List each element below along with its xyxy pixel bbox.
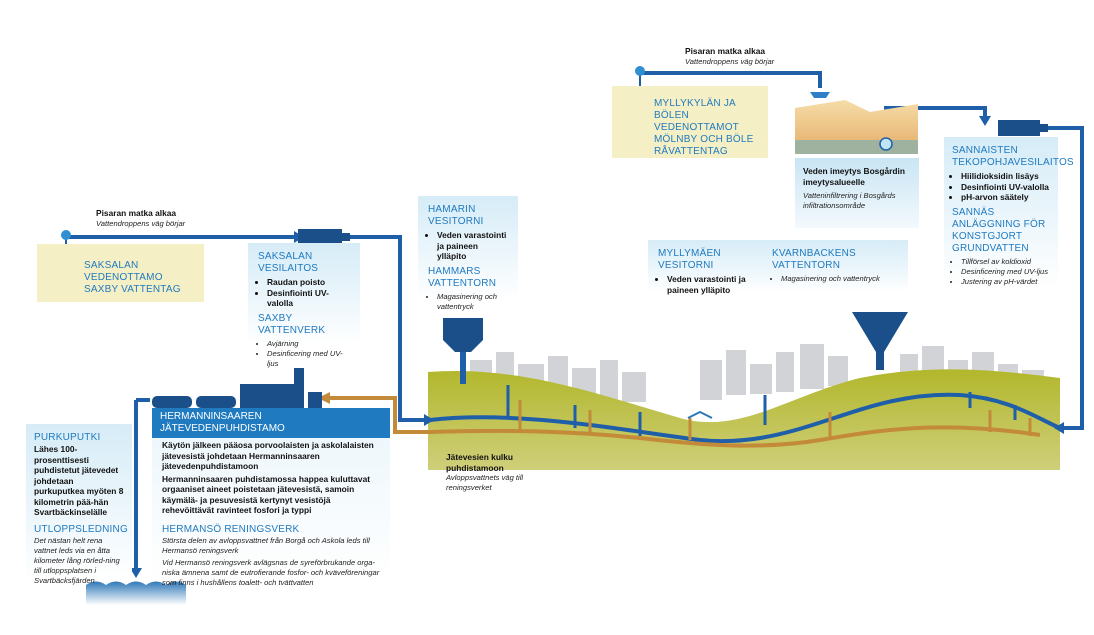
myllymaki-item-1: Veden varastointi ja paineen ylläpito (667, 274, 768, 295)
water-tower-hamari (443, 318, 483, 384)
wastewater-arrow (318, 392, 330, 404)
myllykyla-sv: MÖLNBY OCH BÖLE RÅVATTENTAG (654, 134, 754, 157)
infiltration-panel: Veden imeytys Bosgårdin imeytysalueelle … (795, 158, 919, 228)
myllymaki-title: MYLLYMÄEN VESITORNI (658, 248, 721, 271)
hermanninsaari-p1: Käytön jälkeen pääosa porvoolaisten ja a… (162, 440, 374, 471)
hamari-item-sv-1: Magasinering och vattentryck (437, 292, 508, 312)
hermanninsaari-title: HERMANNINSAAREN JÄTEVEDENPUHDISTAMO (160, 411, 285, 434)
start-subtitle-left: Vattendroppens väg börjar (96, 218, 186, 228)
water-surface-mark (687, 410, 713, 419)
hamari-tower-panel: HAMARIN VESITORNI Veden varastointi ja p… (418, 196, 518, 311)
saksala-item-sv-1: Avjärning (267, 339, 350, 349)
saksala-item-1: Raudan poisto (267, 277, 350, 288)
purkuputki-title: PURKUPUTKI (34, 432, 101, 443)
supply-pipes (66, 71, 1084, 570)
sannainen-item-sv-2: Desinficering med UV-ljus (961, 267, 1050, 277)
ground-terrain (428, 369, 1060, 470)
utloppsledning-title: UTLOPPSLEDNING (34, 523, 128, 535)
sannainen-item-sv-3: Justering av pH-värdet (961, 277, 1050, 287)
saksala-item-2: Desinfiointi UV-valolla (267, 288, 350, 309)
sannainen-plant-icon (998, 120, 1048, 136)
hermanso-p1: Största delen av avloppsvattnet från Bor… (162, 535, 370, 555)
hermanninsaari-plant-icon (152, 368, 322, 408)
start-label-left: Pisaran matka alkaa Vattendroppens väg b… (96, 208, 296, 229)
service-pipes-brown (518, 400, 1032, 440)
saksala-plant-panel: SAKSALAN VESILAITOS Raudan poisto Desinf… (248, 243, 360, 368)
utloppsledning-text: Det nästan helt rena vattnet leds via en… (34, 535, 120, 585)
hermanso-title: HERMANSÖ RENINGSVERK (162, 523, 300, 535)
start-title-right: Pisaran matka alkaa (685, 46, 766, 56)
infiltration-area (795, 92, 918, 154)
saksala-plant-icon (298, 229, 350, 245)
infiltration-subtitle: Vatteninfiltrering i Bosgårds infiltrati… (803, 191, 896, 210)
myllymaki-tower-panel: MYLLYMÄEN VESITORNI Veden varastointi ja… (648, 240, 908, 295)
saksala-item-sv-2: Desinficering med UV-ljus (267, 349, 350, 369)
hermanninsaari-header: HERMANNINSAAREN JÄTEVEDENPUHDISTAMO (152, 408, 390, 438)
sannainen-item-sv-1: Tillförsel av koldioxid (961, 257, 1050, 267)
saksala-plant-title: SAKSALAN VESILAITOS (258, 251, 319, 274)
water-tower-myllymaki (852, 312, 908, 370)
sannainen-title: SANNAISTEN TEKOPOHJAVESILAITOS (952, 145, 1074, 168)
purkuputki-text: Lähes 100-prosenttisesti puhdistetut jät… (34, 444, 124, 517)
hermanso-p2: Vid Hermansö reningsverk avlägsnas de sy… (162, 557, 380, 587)
sannainen-title-sv: SANNÄS ANLÄGGNING FÖR KONSTGJORT GRUNDVA… (952, 206, 1046, 254)
wastewater-pipes (330, 396, 1041, 448)
start-subtitle-right: Vattendroppens väg börjar (685, 56, 775, 66)
saksala-intake-sv: SAXBY VATTENTAG (84, 284, 181, 295)
sea-outlet (86, 581, 186, 605)
supply-arrow-1 (424, 414, 434, 426)
sannainen-item-2: Desinfiointi UV-valolla (961, 182, 1050, 193)
sannainen-item-1: Hiilidioksidin lisäys (961, 171, 1050, 182)
supply-arrow-3 (979, 116, 991, 126)
saksala-intake-panel: SAKSALAN VEDENOTTAMO SAXBY VATTENTAG (37, 244, 204, 302)
hamari-title: HAMARIN VESITORNI (428, 204, 484, 227)
service-pipes (506, 385, 1017, 436)
hamari-item-1: Veden varastointi ja paineen ylläpito (437, 230, 508, 262)
kvarnbacken-title: KVARNBACKENS VATTENTORN (772, 248, 856, 271)
hermanninsaari-panel: HERMANNINSAAREN JÄTEVEDENPUHDISTAMO Käyt… (152, 408, 390, 587)
myllykyla-fi: MYLLYKYLÄN JA BÖLEN VEDENOTTAMOT (654, 98, 739, 133)
start-title-left: Pisaran matka alkaa (96, 208, 177, 218)
hamari-title-sv: HAMMARS VATTENTORN (428, 265, 497, 289)
wastewater-label: Jätevesien kulku puhdistamoon Avloppsvat… (446, 452, 546, 493)
hermanninsaari-p2: Hermanninsaaren puhdistamossa happea kul… (162, 473, 371, 516)
myllykyla-intake-panel: MYLLYKYLÄN JA BÖLEN VEDENOTTAMOT MÖLNBY … (612, 86, 768, 158)
supply-arrow-4 (1054, 422, 1064, 434)
sannainen-item-3: pH-arvon säätely (961, 192, 1050, 203)
infiltration-title: Veden imeytys Bosgårdin imeytysalueelle (803, 166, 905, 187)
start-label-right: Pisaran matka alkaa Vattendroppens väg b… (685, 46, 885, 67)
supply-arrow-2 (130, 568, 142, 578)
wastewater-subtitle: Avloppsvattnets väg till reningsverket (446, 473, 524, 492)
purkuputki-panel: PURKUPUTKI Lähes 100-prosenttisesti puhd… (26, 424, 132, 585)
kvarnbacken-item-1: Magasinering och vattentryck (781, 274, 902, 284)
wastewater-title: Jätevesien kulku puhdistamoon (446, 452, 514, 473)
saksala-plant-title-sv: SAXBY VATTENVERK (258, 312, 326, 336)
sannainen-plant-panel: SANNAISTEN TEKOPOHJAVESILAITOS Hiilidiok… (944, 137, 1074, 287)
saksala-intake-fi: SAKSALAN VEDENOTTAMO (84, 260, 163, 283)
